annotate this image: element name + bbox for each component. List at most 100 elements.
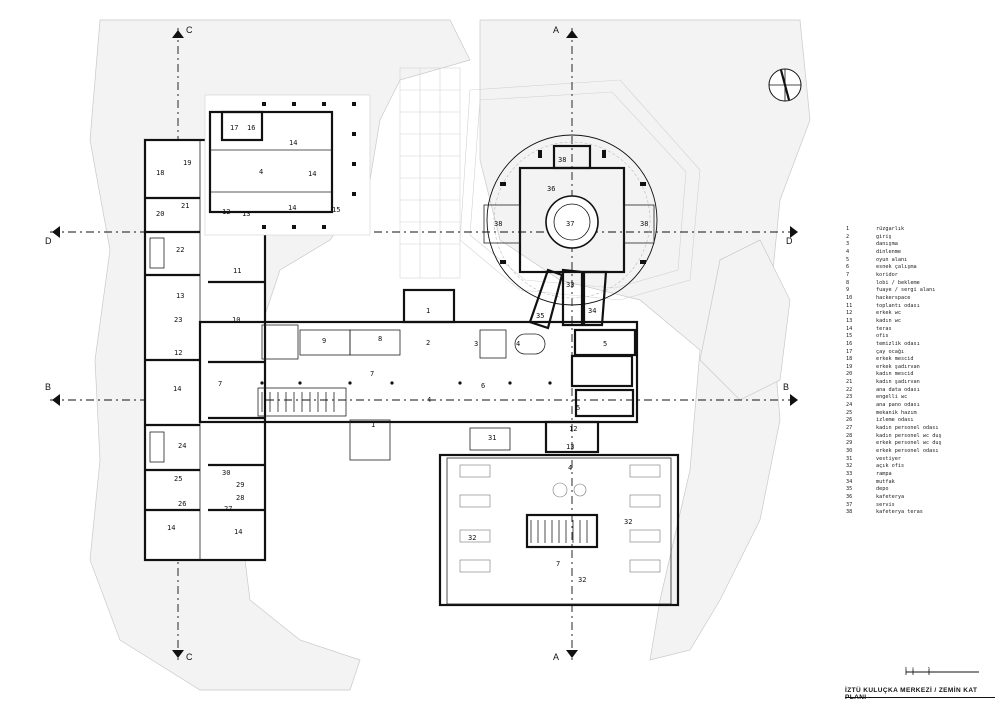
legend-text: servis <box>876 501 895 508</box>
legend-item: 24 ana pano odası <box>846 402 996 410</box>
legend-item: 36 kafeterya <box>846 494 996 502</box>
legend-number: 28 <box>846 432 853 439</box>
room-4: 4 <box>259 168 263 176</box>
section-mark-b-right: B <box>783 382 789 392</box>
legend-text: kafeterya <box>876 493 905 500</box>
legend-text: izleme odası <box>876 417 914 424</box>
legend-number: 20 <box>846 371 853 378</box>
legend-number: 37 <box>846 501 853 508</box>
legend-text: erkek personel odası <box>876 448 939 455</box>
legend-number: 21 <box>846 379 853 386</box>
legend-text: erkek mescid <box>876 356 914 363</box>
room-19: 19 <box>183 159 191 167</box>
legend-number: 14 <box>846 325 853 332</box>
room-38: 38 <box>558 156 566 164</box>
legend-text: toplantı odası <box>876 302 920 309</box>
central-lobby <box>198 288 639 461</box>
room-10: 10 <box>232 316 240 324</box>
legend-text: temizlik odası <box>876 340 920 347</box>
room-14: 14 <box>288 204 296 212</box>
title-underline <box>845 697 995 698</box>
legend-number: 3 <box>846 241 850 248</box>
room-14: 14 <box>289 139 297 147</box>
room-13: 13 <box>176 292 184 300</box>
legend-text: kadın wc <box>876 317 901 324</box>
legend-number: 34 <box>846 478 853 485</box>
section-mark-d-right: D <box>786 236 793 246</box>
room-12: 12 <box>174 349 182 357</box>
legend-text: açık ofis <box>876 463 905 470</box>
legend-number: 1 <box>846 226 850 232</box>
cafeteria-block <box>483 134 658 330</box>
room-7: 7 <box>556 560 560 568</box>
room-23: 23 <box>174 316 182 324</box>
paving-grid <box>399 67 701 301</box>
room-20: 20 <box>156 210 164 218</box>
legend-text: depo <box>876 486 889 493</box>
section-arrows <box>52 30 798 658</box>
legend-number: 24 <box>846 402 853 409</box>
room-35: 35 <box>536 312 544 320</box>
room-14: 14 <box>308 170 316 178</box>
legend-number: 26 <box>846 417 853 424</box>
room-4: 4 <box>568 464 572 472</box>
legend-number: 36 <box>846 493 853 500</box>
room-32: 32 <box>578 576 586 584</box>
room-4: 4 <box>516 340 520 348</box>
legend-number: 12 <box>846 310 853 317</box>
room-3: 3 <box>474 340 478 348</box>
legend-item: 26 izleme odası <box>846 417 996 425</box>
room-30: 30 <box>222 469 230 477</box>
room-22: 22 <box>176 246 184 254</box>
room-5: 5 <box>603 340 607 348</box>
legend-number: 23 <box>846 394 853 401</box>
room-29: 29 <box>236 481 244 489</box>
room-25: 25 <box>174 475 182 483</box>
room-7: 7 <box>218 380 222 388</box>
legend-number: 19 <box>846 363 853 370</box>
legend-text: mutfak <box>876 478 895 485</box>
room-21: 21 <box>181 202 189 210</box>
room-12: 12 <box>569 425 577 433</box>
room-33: 33 <box>566 281 574 289</box>
north-office-block <box>204 94 371 236</box>
room-4: 4 <box>427 396 431 404</box>
legend-number: 9 <box>846 287 850 294</box>
room-38: 38 <box>494 220 502 228</box>
legend-text: oyun alanı <box>876 256 908 263</box>
room-28: 28 <box>236 494 244 502</box>
room-27: 27 <box>224 505 232 513</box>
drawing-title: İZTÜ KULUÇKA MERKEZİ / ZEMİN KAT PLANI <box>845 687 978 701</box>
legend-number: 32 <box>846 463 853 470</box>
room-26: 26 <box>178 500 186 508</box>
room-31: 31 <box>488 434 496 442</box>
legend-item: 37 servis <box>846 502 996 510</box>
section-mark-b-left: B <box>45 382 51 392</box>
room-38: 38 <box>640 220 648 228</box>
section-mark-c-top: C <box>186 25 193 35</box>
scale-tick-1: 1 <box>912 667 914 670</box>
room-14: 14 <box>173 385 181 393</box>
legend-number: 30 <box>846 448 853 455</box>
legend-text: ana pano odası <box>876 402 920 409</box>
legend-number: 18 <box>846 356 853 363</box>
